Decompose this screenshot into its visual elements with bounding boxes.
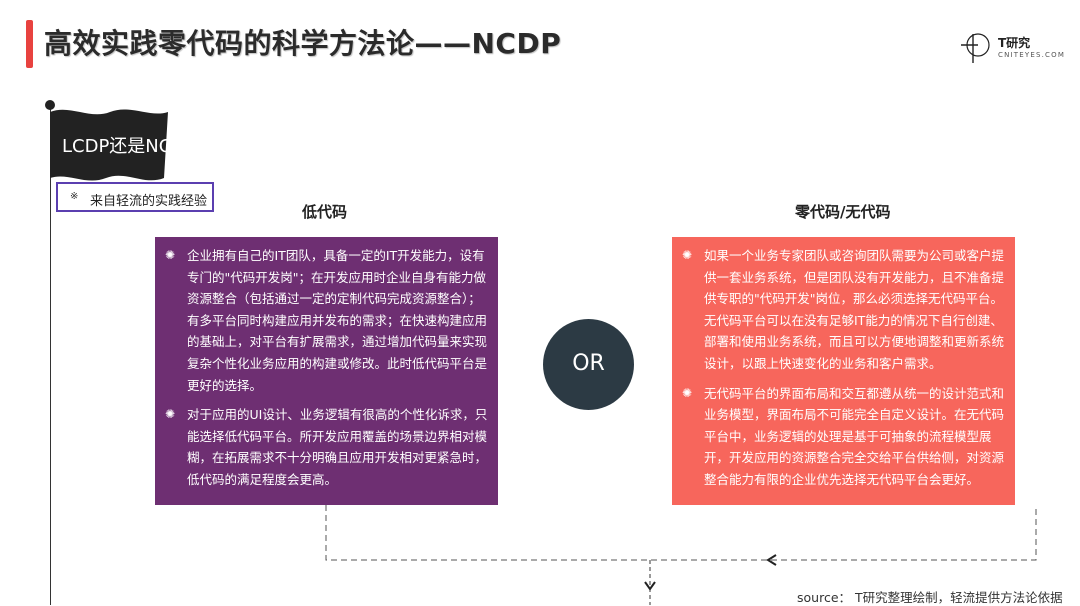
no-code-bullet: ✺ 无代码平台的界面布局和交互都遵从统一的设计范式和业务模型，界面布局不可能完全… (682, 383, 1007, 491)
timeline-line (50, 104, 51, 605)
right-heading: 零代码/无代码 (795, 203, 891, 221)
bullet-icon: ✺ (165, 407, 176, 422)
page-title: 高效实践零代码的科学方法论——NCDP (44, 27, 562, 60)
question-flag-shape (50, 109, 168, 181)
left-heading: 低代码 (302, 203, 348, 221)
logo-domain: CNITEYES.COM (998, 51, 1066, 59)
title-accent-bar (26, 20, 33, 68)
arrow-left-icon (766, 554, 777, 566)
bullet-icon: ✺ (682, 385, 693, 400)
question-flag-text: LCDP还是NCDP？ (62, 136, 215, 157)
low-code-panel: ✺ 企业拥有自己的IT团队，具备一定的IT开发能力，设有专门的"代码开发岗"；在… (155, 237, 498, 505)
bullet-text: 企业拥有自己的IT团队，具备一定的IT开发能力，设有专门的"代码开发岗"；在开发… (187, 248, 488, 393)
timeline-dot (45, 100, 55, 110)
logo-cross-icon (961, 33, 990, 63)
brand-logo: T研究 CNITEYES.COM (960, 30, 1070, 70)
tag-text: 来自轻流的实践经验 (90, 194, 208, 209)
tag-marker: ※ (70, 191, 79, 202)
logo-name: T研究 (998, 36, 1031, 50)
low-code-bullet: ✺ 对于应用的UI设计、业务逻辑有很高的个性化诉求，只能选择低代码平台。所开发应… (165, 404, 490, 490)
or-label: OR (572, 351, 605, 376)
or-circle: OR (543, 319, 634, 410)
source-tag: ※ 来自轻流的实践经验 (56, 182, 214, 212)
bullet-text: 对于应用的UI设计、业务逻辑有很高的个性化诉求，只能选择低代码平台。所开发应用覆… (187, 407, 488, 487)
bullet-icon: ✺ (165, 248, 176, 262)
no-code-bullet: ✺ 如果一个业务专家团队或咨询团队需要为公司或客户提供一套业务系统，但是团队没有… (682, 245, 1007, 375)
bullet-text: 如果一个业务专家团队或咨询团队需要为公司或客户提供一套业务系统，但是团队没有开发… (704, 248, 1005, 371)
source-note: source： T研究整理绘制，轻流提供方法论依据 (797, 590, 1063, 605)
bullet-text: 无代码平台的界面布局和交互都遵从统一的设计范式和业务模型，界面布局不可能完全自定… (704, 385, 1005, 487)
arrow-down-icon (644, 581, 656, 591)
no-code-panel: ✺ 如果一个业务专家团队或咨询团队需要为公司或客户提供一套业务系统，但是团队没有… (672, 237, 1015, 505)
bullet-icon: ✺ (682, 248, 693, 262)
low-code-bullet: ✺ 企业拥有自己的IT团队，具备一定的IT开发能力，设有专门的"代码开发岗"；在… (165, 245, 490, 396)
